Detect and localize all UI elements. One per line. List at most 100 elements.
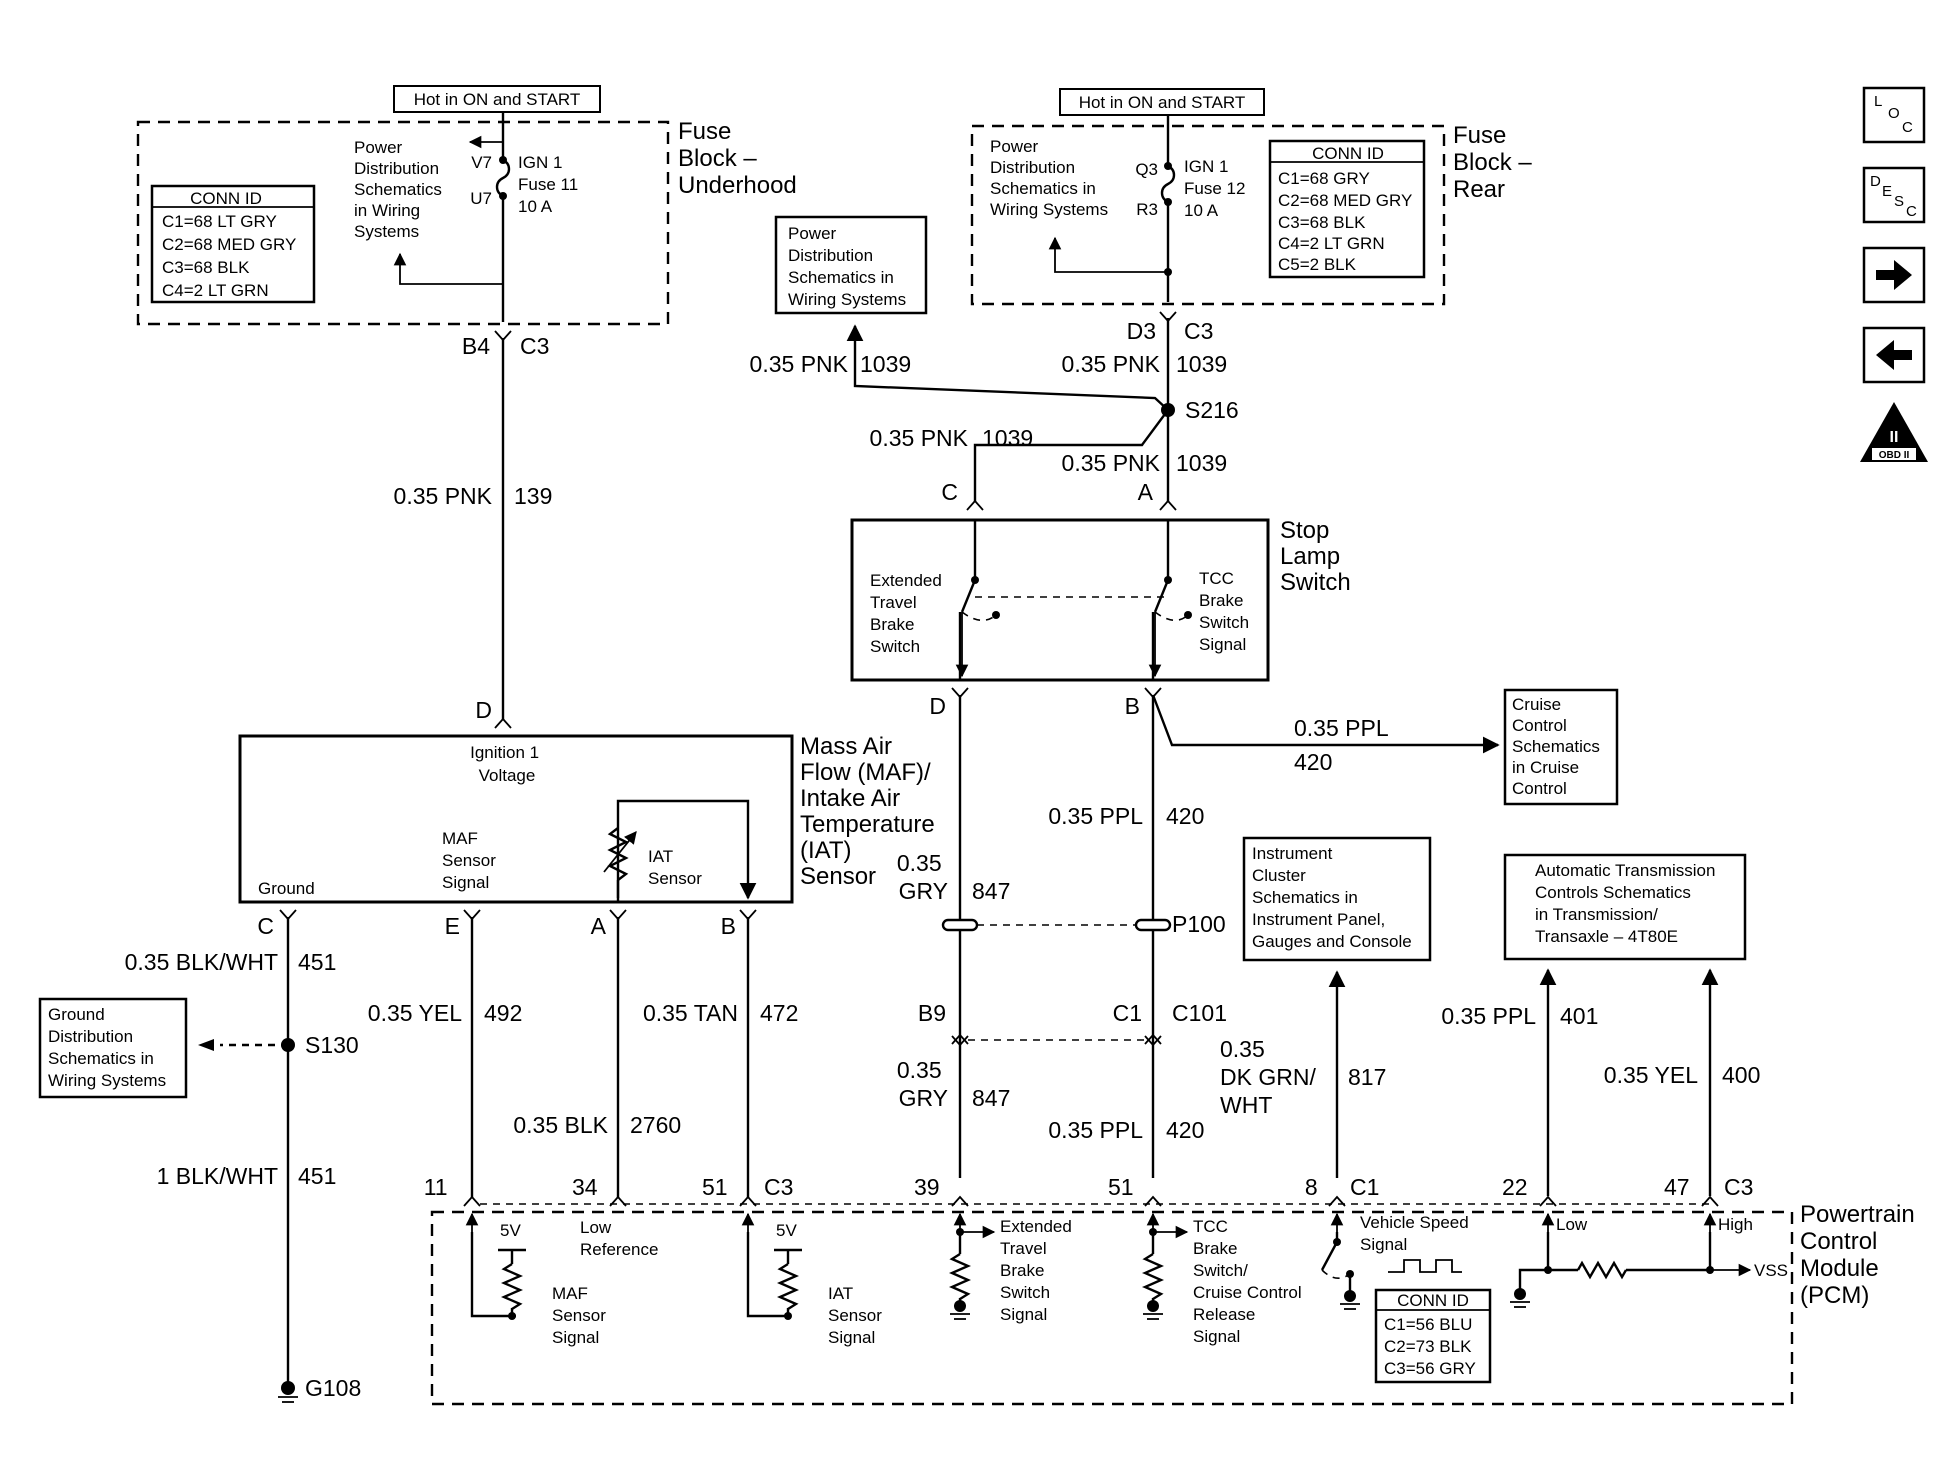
svg-text:Ignition 1 Voltage: Ignition 1 Voltage <box>470 743 544 785</box>
svg-text:TCC Brake Switch: TCC Brake Switch Signal <box>1199 569 1254 654</box>
pcm-label: Sensor <box>552 1306 606 1325</box>
pd-line: Schematics <box>354 180 442 199</box>
inst-line: Instrument Panel, <box>1252 910 1385 929</box>
svg-text:MAF Sensor Signal: MAF Sensor Signal <box>552 1284 611 1347</box>
switch-label: Travel <box>870 593 917 612</box>
fuse-block-name: Fuse <box>1453 122 1506 149</box>
ground-box-line: Wiring Systems <box>48 1071 166 1090</box>
wire-817-color: 0.35 <box>1220 1036 1265 1062</box>
svg-text:Automatic Transmission Con: Automatic Transmission Controls Schemati… <box>1535 861 1720 946</box>
pcm-pin: 8 <box>1305 1174 1318 1200</box>
sensor-label: Ignition 1 <box>470 743 539 762</box>
pcm-label: Brake <box>1193 1239 1237 1258</box>
wire-847-color: GRY <box>899 878 948 904</box>
wire-817-color: DK GRN/ <box>1220 1064 1316 1090</box>
instrument-cluster-box <box>1242 836 1432 962</box>
stop-lamp-name: Stop <box>1280 517 1329 544</box>
arrow-right-icon[interactable] <box>1862 246 1926 304</box>
pcm-name: (PCM) <box>1800 1282 1869 1309</box>
pd-line: Wiring Systems <box>788 290 906 309</box>
cavity-u7: U7 <box>470 189 492 208</box>
sensor-ground-label: Ground <box>258 879 315 898</box>
pcm-pin: 51 <box>702 1174 728 1200</box>
pcm-label: Signal <box>1360 1235 1407 1254</box>
fuse-line: IGN 1 <box>518 153 562 172</box>
conn-id-title: CONN ID <box>1312 144 1384 163</box>
pcm-pin: C1 <box>1350 1174 1379 1200</box>
trans-line: in Transmission/ <box>1535 905 1658 924</box>
connector-c3-rear: C3 <box>1184 318 1213 344</box>
wire-492-number: 492 <box>484 1000 522 1026</box>
wire-139-color: 0.35 PNK <box>394 483 493 509</box>
cruise-line: in Cruise <box>1512 758 1579 777</box>
desc-letter: D <box>1870 173 1881 190</box>
sensor-name: Intake Air <box>800 785 900 812</box>
svg-text:IGN 1 Fuse 11 10 A: IGN 1 Fuse 11 10 A <box>518 153 583 216</box>
inst-line: Schematics in <box>1252 888 1358 907</box>
pcm-name: Control <box>1800 1228 1877 1255</box>
ground-box-line: Distribution <box>48 1027 133 1046</box>
loc-icon[interactable]: L O C <box>1862 86 1926 144</box>
pcm-label: Brake <box>1000 1261 1044 1280</box>
sensor-label: Signal <box>442 873 489 892</box>
desc-letter: C <box>1906 203 1917 220</box>
trans-line: Transaxle – 4T80E <box>1535 927 1678 946</box>
wire-817-color: WHT <box>1220 1092 1272 1118</box>
pcm-vss: VSS <box>1754 1261 1788 1280</box>
pcm-label: Signal <box>828 1328 875 1347</box>
pcm-5v: 5V <box>776 1221 797 1240</box>
fuse-block-rear: Hot in ON and START Power Distribution S… <box>970 88 1532 306</box>
pcm-pin: C3 <box>764 1174 793 1200</box>
svg-text:Cruise Control Schemat: Cruise Control Schematics in Cruise Cont… <box>1512 695 1605 798</box>
c101-name: C101 <box>1172 1000 1227 1026</box>
switch-label: Extended <box>870 571 942 590</box>
wire-1039-number: 1039 <box>982 425 1033 451</box>
pcm-label: Signal <box>1000 1305 1047 1324</box>
fuse-block-name: Block – <box>678 145 757 172</box>
svg-text:Power Distribution Sch: Power Distribution Schematics in Wiring … <box>788 224 906 309</box>
svg-text:Stop Lamp Switch: Stop Lamp Switch <box>1280 517 1351 596</box>
wire-451-color: 1 BLK/WHT <box>157 1163 278 1189</box>
wire-401-number: 401 <box>1560 1003 1598 1029</box>
pd-line: Systems <box>354 222 419 241</box>
maf-pin-d: D <box>475 697 492 723</box>
pcm-pin: 47 <box>1664 1174 1690 1200</box>
fuse-line: 10 A <box>1184 201 1219 220</box>
pcm-pin: 22 <box>1502 1174 1528 1200</box>
splice-s130-label: S130 <box>305 1032 359 1058</box>
cavity-q3: Q3 <box>1135 160 1158 179</box>
wire-420-color: 0.35 PPL <box>1294 715 1389 741</box>
pcm-label: Reference <box>580 1240 658 1259</box>
svg-text:11 34 51 C3: 11 34 51 C3 39 51 8 C1 22 47 C3 <box>424 1174 1754 1200</box>
stop-lamp-name: Switch <box>1280 569 1351 596</box>
switch-label: Brake <box>870 615 914 634</box>
pd-line: Schematics in <box>788 268 894 287</box>
wire-1039-number: 1039 <box>1176 450 1227 476</box>
wire-420-number: 420 <box>1294 749 1332 775</box>
svg-text:C1=56 BLU C2=73 BLK: C1=56 BLU C2=73 BLK C3=56 GRY <box>1384 1315 1477 1378</box>
svg-text:Ground Distribution Sc: Ground Distribution Schematics in Wiring… <box>48 1005 166 1090</box>
switch-label: Switch <box>1199 613 1249 632</box>
inst-line: Instrument <box>1252 844 1333 863</box>
pd-line: Distribution <box>354 159 439 178</box>
pcm-label: MAF <box>552 1284 588 1303</box>
maf-iat-sensor: Ignition 1 Voltage MAF Sensor Signal IAT… <box>238 733 935 904</box>
pcm-label: Signal <box>1193 1327 1240 1346</box>
hot-label-underhood: Hot in ON and START <box>414 90 581 109</box>
splice-s216-label: S216 <box>1185 397 1239 423</box>
maf-pin-b: B <box>721 913 736 939</box>
pd-line: in Wiring <box>354 201 420 220</box>
conn-row: C2=68 MED GRY <box>162 235 296 254</box>
pd-line: Distribution <box>990 158 1075 177</box>
obd-ii-icon[interactable]: II OBD II <box>1860 402 1928 462</box>
svg-text:Instrument Cluster Sch: Instrument Cluster Schematics in Instrum… <box>1252 844 1412 951</box>
sensor-name: Flow (MAF)/ <box>800 759 931 786</box>
power-distribution-box <box>774 215 928 315</box>
cruise-line: Schematics <box>1512 737 1600 756</box>
pcm-label: IAT <box>828 1284 853 1303</box>
desc-icon[interactable]: D E S C <box>1862 166 1926 224</box>
pcm: 11 34 51 C3 39 51 8 C1 22 47 C3 5V MAF S… <box>424 1174 1915 1406</box>
pd-line: Power <box>788 224 837 243</box>
arrow-left-icon[interactable] <box>1862 326 1926 384</box>
svg-text:Extended Travel Br: Extended Travel Brake Switch <box>870 571 947 656</box>
